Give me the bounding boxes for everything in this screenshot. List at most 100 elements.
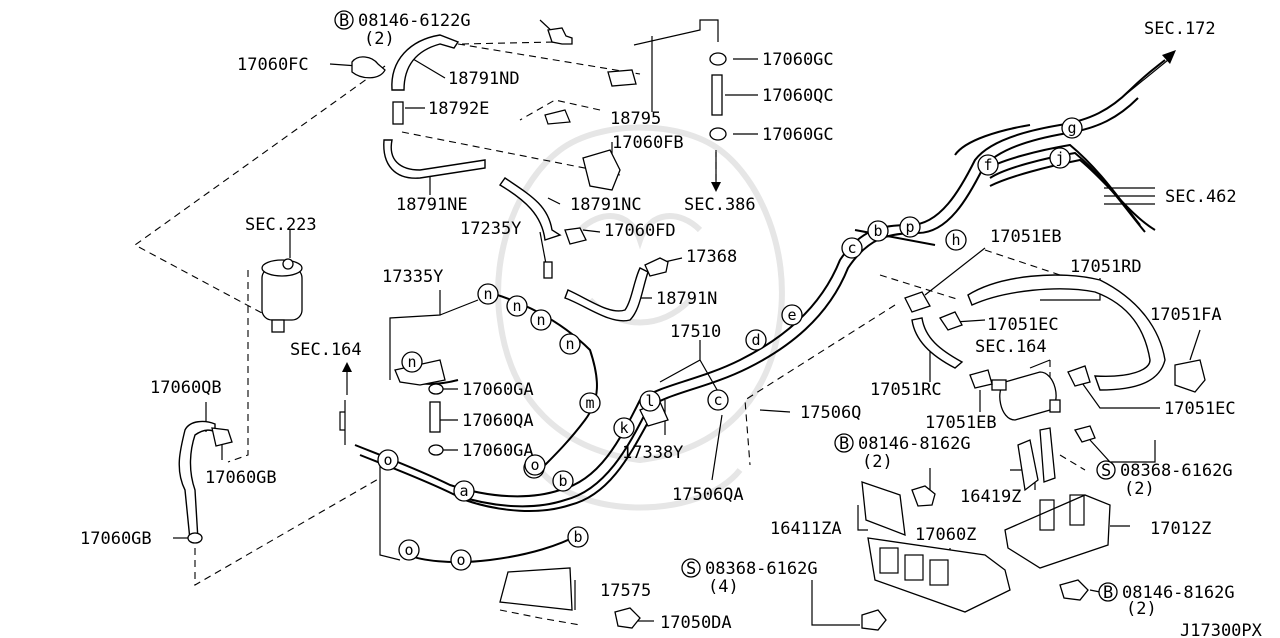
part-label-17050DA[interactable]: 17050DA xyxy=(660,613,732,633)
connection-marker-label: n xyxy=(536,311,545,329)
part-label-08368-6162G[interactable]: 08368-6162G xyxy=(1120,461,1233,481)
part-label-16411ZA[interactable]: 16411ZA xyxy=(770,519,842,539)
diagram-code: J17300PX xyxy=(1180,621,1263,638)
part-label-17012Z[interactable]: 17012Z xyxy=(1150,519,1211,539)
connection-marker-n: n xyxy=(530,309,552,331)
part-label-17235Y[interactable]: 17235Y xyxy=(460,219,521,239)
part-label-17051EB[interactable]: 17051EB xyxy=(925,413,997,433)
connection-marker-b: b xyxy=(567,526,589,548)
part-label-08146-6122G[interactable]: 08146-6122G xyxy=(358,11,471,31)
part-label-17060QC[interactable]: 17060QC xyxy=(762,86,834,106)
part-label-18791N[interactable]: 18791N xyxy=(656,289,717,309)
part-label-17060GC[interactable]: 17060GC xyxy=(762,50,834,70)
part-label-17060GA[interactable]: 17060GA xyxy=(462,380,534,400)
connection-marker-label: n xyxy=(512,297,521,315)
connection-marker-label: c xyxy=(713,391,722,409)
connection-marker-label: d xyxy=(751,331,760,349)
connection-marker-c: c xyxy=(841,237,863,259)
connection-marker-p: p xyxy=(899,216,921,238)
part-label-17368[interactable]: 17368 xyxy=(686,247,737,267)
prefix-circles xyxy=(334,10,1118,602)
part-label-17060GC[interactable]: 17060GC xyxy=(762,125,834,145)
connection-marker-b: b xyxy=(867,220,889,242)
part-label-16419Z[interactable]: 16419Z xyxy=(960,487,1021,507)
connection-marker-n: n xyxy=(401,351,423,373)
part-label-17060GB[interactable]: 17060GB xyxy=(205,468,277,488)
connection-marker-label: c xyxy=(847,239,856,257)
part-label-17060GA[interactable]: 17060GA xyxy=(462,441,534,461)
part-label-17060QB[interactable]: 17060QB xyxy=(150,378,222,398)
connection-marker-o: o xyxy=(524,454,546,476)
arrow-down-icon xyxy=(711,182,721,192)
part-label-17060FD[interactable]: 17060FD xyxy=(604,221,676,241)
connection-marker-label: b xyxy=(573,528,582,546)
connection-marker-o: o xyxy=(377,449,399,471)
part-label-18791ND[interactable]: 18791ND xyxy=(448,69,520,89)
part-label-17338Y[interactable]: 17338Y xyxy=(622,443,683,463)
connection-marker-b: b xyxy=(552,470,574,492)
connection-marker-g: g xyxy=(1061,117,1083,139)
part-label-17060Z[interactable]: 17060Z xyxy=(915,525,976,545)
section-label-172[interactable]: SEC.172 xyxy=(1144,19,1216,39)
components xyxy=(178,27,1206,631)
connection-marker-o: o xyxy=(450,549,472,571)
connection-marker-label: h xyxy=(951,231,960,249)
connection-marker-n: n xyxy=(506,295,528,317)
connection-marker-e: e xyxy=(781,304,803,326)
prefix-s-label: S xyxy=(686,559,696,579)
qty-label: (2) xyxy=(1126,599,1157,619)
connection-marker-c: c xyxy=(707,389,729,411)
part-label-08146-8162G[interactable]: 08146-8162G xyxy=(858,434,971,454)
connection-marker-d: d xyxy=(745,329,767,351)
connection-marker-l: l xyxy=(639,390,661,412)
connection-marker-label: k xyxy=(619,419,628,437)
part-label-17506Q[interactable]: 17506Q xyxy=(800,403,861,423)
connection-marker-m: m xyxy=(579,392,601,414)
prefix-s-label: S xyxy=(1101,461,1111,481)
section-label-223[interactable]: SEC.223 xyxy=(245,215,317,235)
section-label-462[interactable]: SEC.462 xyxy=(1165,187,1237,207)
section-label-164-left[interactable]: SEC.164 xyxy=(290,340,362,360)
prefix-b-label: B xyxy=(1103,583,1113,603)
part-label-17051EB[interactable]: 17051EB xyxy=(990,227,1062,247)
part-label-17575[interactable]: 17575 xyxy=(600,581,651,601)
part-label-18795[interactable]: 18795 xyxy=(610,109,661,129)
connection-marker-label: n xyxy=(483,285,492,303)
connection-markers: gfjbpchednnnnnmlckboabbooo xyxy=(377,117,1083,571)
part-label-17060FC[interactable]: 17060FC xyxy=(237,55,309,75)
part-label-17335Y[interactable]: 17335Y xyxy=(382,267,443,287)
part-label-17051EC[interactable]: 17051EC xyxy=(987,315,1059,335)
connection-marker-label: o xyxy=(383,451,392,469)
part-label-17060GB[interactable]: 17060GB xyxy=(80,529,152,549)
part-label-17051RD[interactable]: 17051RD xyxy=(1070,257,1142,277)
connection-marker-j: j xyxy=(1049,147,1071,169)
part-label-18791NC[interactable]: 18791NC xyxy=(570,195,642,215)
part-label-17051FA[interactable]: 17051FA xyxy=(1150,305,1222,325)
part-label-08368-6162G[interactable]: 08368-6162G xyxy=(705,559,818,579)
part-label-17051RC[interactable]: 17051RC xyxy=(870,380,942,400)
section-label-164-right[interactable]: SEC.164 xyxy=(975,337,1047,357)
part-label-18791NE[interactable]: 18791NE xyxy=(396,195,468,215)
part-label-17506QA[interactable]: 17506QA xyxy=(672,485,744,505)
connection-marker-n: n xyxy=(477,283,499,305)
part-label-17060QA[interactable]: 17060QA xyxy=(462,411,534,431)
qty-label: (2) xyxy=(1124,479,1155,499)
part-label-17060FB[interactable]: 17060FB xyxy=(612,133,684,153)
connection-marker-f: f xyxy=(977,154,999,176)
connection-marker-label: l xyxy=(645,392,654,410)
part-label-17510[interactable]: 17510 xyxy=(670,322,721,342)
qty-label: (2) xyxy=(862,452,893,472)
connection-marker-label: m xyxy=(585,394,594,412)
connection-marker-label: f xyxy=(983,156,992,174)
part-label-18792E[interactable]: 18792E xyxy=(428,99,489,119)
connection-marker-h: h xyxy=(945,229,967,251)
connection-marker-label: n xyxy=(565,335,574,353)
connection-marker-label: n xyxy=(407,353,416,371)
arrow-up-icon xyxy=(342,362,352,372)
connection-marker-label: o xyxy=(530,456,539,474)
section-label-386[interactable]: SEC.386 xyxy=(684,195,756,215)
part-label-08146-8162G[interactable]: 08146-8162G xyxy=(1122,583,1235,603)
part-label-17051EC[interactable]: 17051EC xyxy=(1164,399,1236,419)
connection-marker-label: p xyxy=(905,218,914,236)
